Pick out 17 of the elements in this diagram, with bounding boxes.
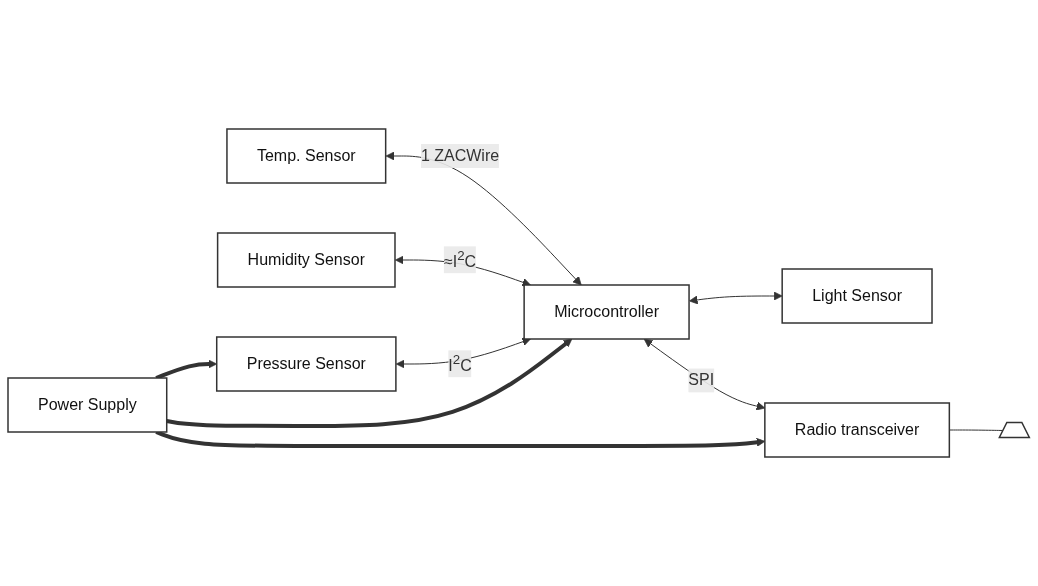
- node-box: Light Sensor: [781, 268, 934, 324]
- edge-label: SPI: [688, 371, 715, 389]
- edge-label: 1 ZACWire: [421, 147, 500, 164]
- node-box: Microcontroller: [523, 284, 691, 340]
- arrow: [644, 338, 766, 411]
- arrow: [155, 359, 218, 380]
- arrow: [155, 430, 766, 448]
- node-box: Temp. Sensor: [226, 128, 387, 184]
- edge-label: ≈I$^{2}$C: [444, 248, 477, 270]
- node-box: Radio transceiver: [764, 402, 951, 458]
- connector: [949, 429, 1005, 431]
- node-box: Pressure Sensor: [216, 336, 397, 392]
- arrow: [689, 291, 783, 305]
- edge-label: I$^{2}$C: [448, 352, 473, 374]
- node-box: Power Supply: [7, 377, 168, 433]
- node-box: Humidity Sensor: [217, 232, 397, 288]
- node-antenna: [998, 421, 1031, 439]
